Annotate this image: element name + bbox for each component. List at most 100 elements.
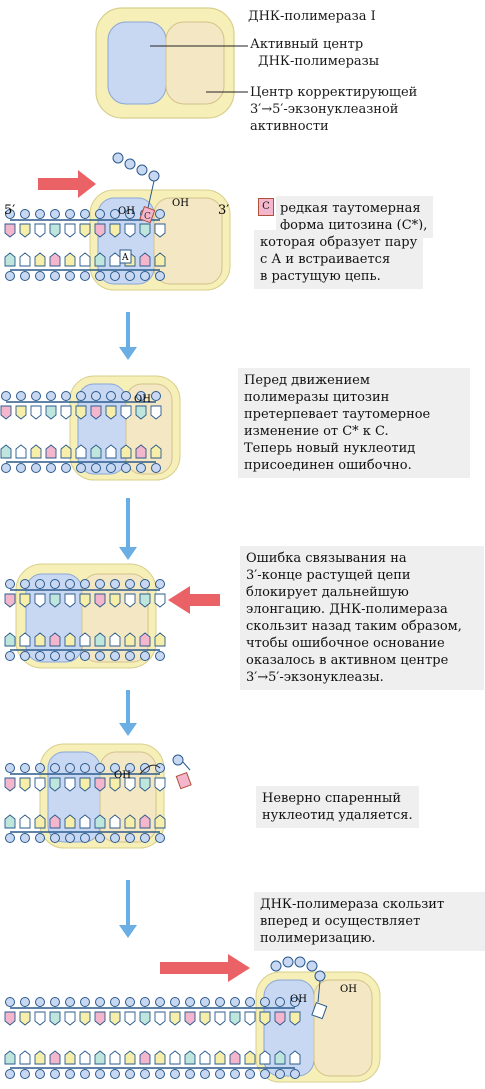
base-top [169,1011,181,1026]
oh-label-right: OH [172,198,189,209]
dna-strands [4,763,166,843]
step3-line7: оказалось в активном центре [246,653,449,668]
base-bottom [4,252,16,267]
base-bottom [109,252,121,267]
base-top [109,223,121,238]
phosphate-bottom [170,1069,180,1079]
phosphate-bottom [80,271,90,281]
base-top [259,1011,271,1026]
base-bottom [109,1050,121,1065]
base-bottom [19,252,31,267]
phosphate-bottom [20,1069,30,1079]
phosphate-bottom [50,651,60,661]
phosphate-bottom [31,463,41,473]
base-bottom [49,632,61,647]
release-arrow [139,764,161,775]
base-top [94,593,106,608]
base-top [94,777,106,792]
five-prime-label: 5′ [4,203,15,218]
step1-line3: которая образует пару [260,235,418,250]
step1-text-cont: которая образует пару с А и встраивается… [254,230,424,289]
base-bottom [49,252,61,267]
base-bottom [19,632,31,647]
base-bottom [135,444,147,459]
base-bottom [79,1050,91,1065]
phosphate-top [50,209,60,219]
phosphate-top [65,579,75,589]
incoming-nucleotide-chain [112,152,160,209]
base-top [274,1011,286,1026]
phosphate-bottom [140,271,150,281]
base-bottom [90,444,102,459]
base-bottom [34,252,46,267]
dna-strands [4,997,301,1079]
base-top [154,1011,166,1026]
phosphate-bottom [110,1069,120,1079]
phosphate-bottom [200,1069,210,1079]
c-star-nucleotide [139,206,156,224]
legend-proof-line3: активности [250,119,329,134]
base-bottom [139,814,151,829]
legend-enzyme-diagram [95,7,248,119]
base-bottom [34,1050,46,1065]
phosphate-top [290,997,300,1007]
base-top [4,1011,16,1026]
phosphate-top [35,209,45,219]
phosphate-top [61,391,71,401]
c-star-legend-icon: C [258,198,274,216]
base-top [139,777,151,792]
step2-line6: присоединен ошибочно. [244,458,412,473]
phosphate-bottom [185,1069,195,1079]
phosphate-top [46,391,56,401]
base-top [15,405,27,420]
phosphate-top [125,579,135,589]
base-bottom [120,444,132,459]
phosphate-top [200,997,210,1007]
phosphate-bottom [275,1069,285,1079]
red-arrow-forward [160,954,250,982]
step4-text: Неверно спаренный нуклеотид удаляется. [256,786,419,828]
base-bottom [19,1050,31,1065]
phosphate-bottom [290,1069,300,1079]
step2-line2: полимеразы цитозин [244,390,390,405]
base-bottom [4,1050,16,1065]
base-top [49,1011,61,1026]
phosphate-top [31,391,41,401]
phosphate-top [121,391,131,401]
base-top [34,777,46,792]
base-top [154,777,166,792]
exonuclease-site-region [165,21,225,105]
base-top [150,405,162,420]
a-base-letter: A [121,253,129,263]
base-top [214,1011,226,1026]
phosphate-bottom [1,463,11,473]
base-bottom [244,1050,256,1065]
base-bottom [64,814,76,829]
base-bottom [30,444,42,459]
incoming-nucleotide-chain [270,956,326,1003]
phosphate-bottom [151,463,161,473]
step5-line1: ДНК-полимераза скользит [260,897,445,912]
step3-line6: чтобы ошибочное основание [246,636,445,651]
step2-line1: Перед движением [244,373,370,388]
oh-label: OH [134,394,151,405]
base-top [45,405,57,420]
phosphate-top [110,579,120,589]
base-top [124,223,136,238]
phosphate-top [110,997,120,1007]
phosphate-bottom [80,1069,90,1079]
step5-text: ДНК-полимераза скользит вперед и осущест… [254,892,485,951]
phosphate-bottom [155,271,165,281]
blue-arrow-3 [119,690,137,736]
phosphate-bottom [95,1069,105,1079]
legend-title: ДНК-полимераза I [248,9,376,24]
a-base [119,249,132,264]
phosphate-bottom [20,651,30,661]
step3-line1: Ошибка связывания на [246,551,407,566]
stage5-diagram: OH OH [4,954,381,1083]
phosphate-bottom [35,651,45,661]
base-top [79,777,91,792]
base-bottom [154,814,166,829]
phosphate-bottom [140,833,150,843]
removed-nucleotide [172,754,192,790]
